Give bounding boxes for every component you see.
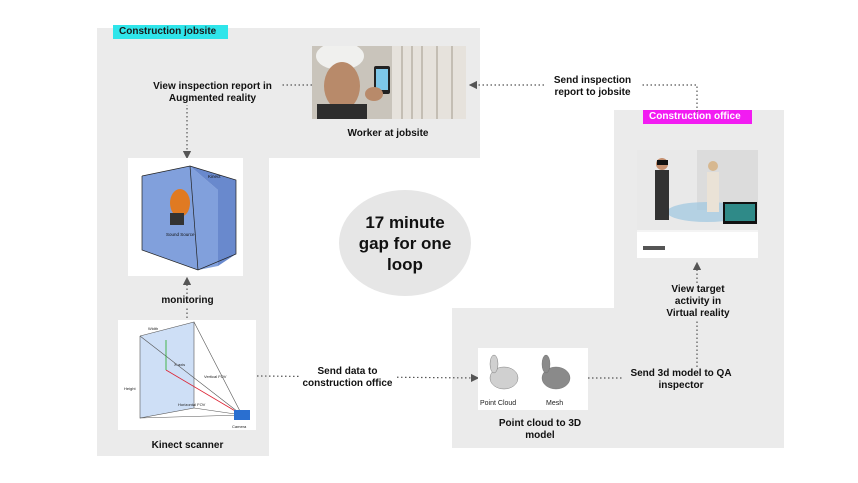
kinect-label: Kinect scanner: [151, 440, 224, 451]
jobsite-tag: Construction jobsite: [113, 25, 228, 39]
arrow-mesh-to-qa: [588, 261, 702, 379]
x-axis-caption: X-axis: [174, 362, 185, 367]
horizontal-fov-caption: Horizontal FOV: [178, 402, 206, 407]
view-vr-label: View target activity in Virtual reality: [660, 284, 736, 320]
camera-caption: Camera: [232, 424, 247, 429]
arrow-kinect-to-office: [256, 373, 480, 383]
mesh-caption: Mesh: [546, 400, 563, 407]
arrow-office-to-jobsite: [468, 80, 698, 112]
send-report-label: Send inspection report to jobsite: [545, 75, 640, 99]
office-tag: Construction office: [643, 110, 752, 124]
point-cloud-caption: Point Cloud: [480, 400, 516, 407]
loop-time-note: 17 minute gap for one loop: [339, 190, 471, 296]
worker-photo: [312, 46, 466, 119]
vr-photo: [637, 150, 758, 258]
send-model-label: Send 3d model to QA inspector: [622, 368, 740, 392]
view-ar-label: View inspection report in Augmented real…: [145, 81, 280, 105]
worker-label: Worker at jobsite: [347, 128, 429, 139]
height-caption: Height: [124, 386, 136, 391]
send-data-label: Send data to construction office: [300, 366, 395, 390]
vertical-fov-caption: Vertical FOV: [204, 374, 227, 379]
kinect-figure: Width Height X-axis Vertical FOV Horizon…: [118, 320, 256, 430]
monitoring-label: monitoring: [150, 295, 225, 307]
pointcloud-label: Point cloud to 3D model: [498, 418, 582, 441]
width-caption: Width: [148, 326, 158, 331]
kinect-caption: Kinect: [208, 174, 221, 179]
pointcloud-figure: Point Cloud Mesh: [478, 348, 588, 410]
sound-source-caption: Sound Source: [166, 232, 195, 237]
ar-figure: Kinect Sound Source: [128, 158, 243, 276]
